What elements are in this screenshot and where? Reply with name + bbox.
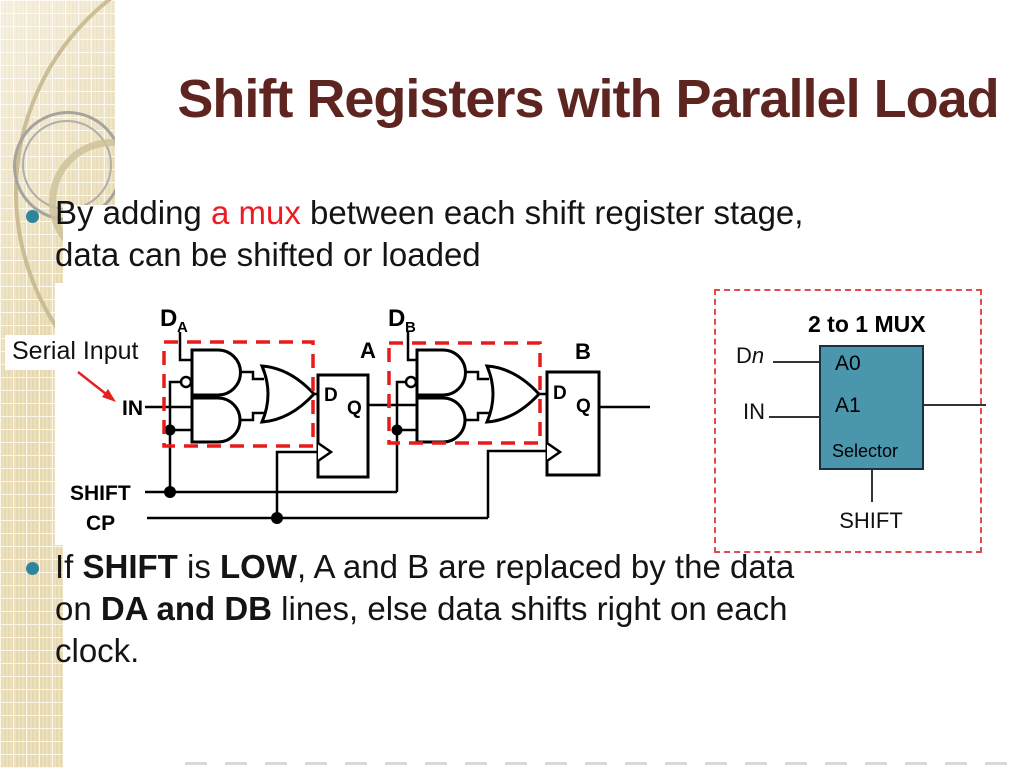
bullet-2-bold-low: LOW <box>220 548 297 585</box>
label-da-subscript: A <box>177 319 188 336</box>
bullet-2-bold-da-db: DA and DB <box>100 590 272 627</box>
bullet-1-line-2: data can be shifted or loaded <box>55 236 481 273</box>
wire-junction-dots <box>164 424 403 524</box>
flipflop-a-q-label: Q <box>347 398 362 419</box>
mux-input-dn-n: n <box>751 343 765 368</box>
bullet-2-text: on <box>55 590 101 627</box>
slide-title: Shift Registers with Parallel Load <box>177 69 999 129</box>
bullet-1-text: By adding <box>55 194 211 231</box>
serial-input-arrow-icon <box>77 371 107 395</box>
bullet-1-text: between each shift register stage, <box>300 194 804 231</box>
mux-input-wire-a0 <box>773 361 819 363</box>
or-gate-b <box>484 364 542 424</box>
bullet-1-line-1: By adding a mux between each shift regis… <box>55 192 803 234</box>
label-a: A <box>360 338 376 363</box>
circuit-wires <box>145 332 650 520</box>
inverter-bubble-icon <box>404 375 418 389</box>
serial-input-arrowhead-icon <box>102 389 116 402</box>
label-db-subscript: B <box>405 319 416 336</box>
mux-detail-panel: 2 to 1 MUX A0 A1 Selector Dn IN SHIFT <box>714 289 986 553</box>
or-gate-a <box>259 364 317 424</box>
bullet-2-text: lines, else data shifts right on each <box>271 590 788 627</box>
mux-shift-label: SHIFT <box>839 508 903 533</box>
bullet-2-bold-shift: SHIFT <box>82 548 178 585</box>
flipflop-b-q-label: Q <box>576 396 591 417</box>
mux-input-dn-label: Dn <box>736 343 764 369</box>
bullet-2-line-2: on DA and DB lines, else data shifts rig… <box>55 588 794 630</box>
flipflop-a-d-label: D <box>324 385 338 406</box>
mux-symbol-box: A0 A1 Selector <box>819 345 924 470</box>
label-shift: SHIFT <box>70 482 131 505</box>
and-gate-load-b <box>415 348 467 397</box>
bullet-1: By adding a mux between each shift regis… <box>55 192 803 276</box>
mux-selector-wire <box>871 470 873 502</box>
bullet-2: If SHIFT is LOW, A and B are replaced by… <box>55 546 794 672</box>
mux-input-in-label: IN <box>743 399 765 424</box>
and-gate-shift-b <box>415 396 467 444</box>
mux-port-a1: A1 <box>835 394 861 417</box>
mux-input-dn-d: D <box>736 343 752 368</box>
bullet-2-text: If <box>55 548 83 585</box>
bullet-2-line-1: If SHIFT is LOW, A and B are replaced by… <box>55 546 794 588</box>
label-in: IN <box>122 397 143 420</box>
label-db-main: D <box>388 305 405 332</box>
bullet-2-text: , A and B are replaced by the data <box>297 548 795 585</box>
bullet-marker <box>26 210 39 223</box>
mux-region-a-dashed-box <box>162 340 315 448</box>
and-gate-shift-a <box>190 396 242 444</box>
bullet-2-text: is <box>177 548 221 585</box>
bullet-2-line-3: clock. <box>55 632 140 669</box>
flipflop-b-box <box>545 370 601 477</box>
mux-port-a0: A0 <box>835 352 861 375</box>
bottom-edge-dashes <box>185 762 1018 765</box>
mux-output-wire <box>924 404 986 406</box>
mux-selector-label: Selector <box>832 441 899 461</box>
label-da-main: D <box>160 305 177 332</box>
inverter-bubble-icon <box>179 375 193 389</box>
flipflop-b-d-label: D <box>553 383 567 404</box>
bullet-marker <box>26 562 39 575</box>
clock-triangle-icon <box>317 441 334 463</box>
label-b: B <box>575 339 591 364</box>
serial-input-label: Serial Input <box>5 335 146 370</box>
mux-region-b-dashed-box <box>387 341 542 445</box>
clock-triangle-icon <box>546 441 563 463</box>
flipflop-a-box <box>316 373 370 479</box>
mux-input-wire-a1 <box>769 416 819 418</box>
diagram-background <box>55 283 705 545</box>
and-gate-load-a <box>190 348 242 397</box>
label-cp: CP <box>86 512 115 535</box>
bullet-1-highlight: a mux <box>210 194 301 231</box>
mux-panel-title: 2 to 1 MUX <box>808 311 926 337</box>
